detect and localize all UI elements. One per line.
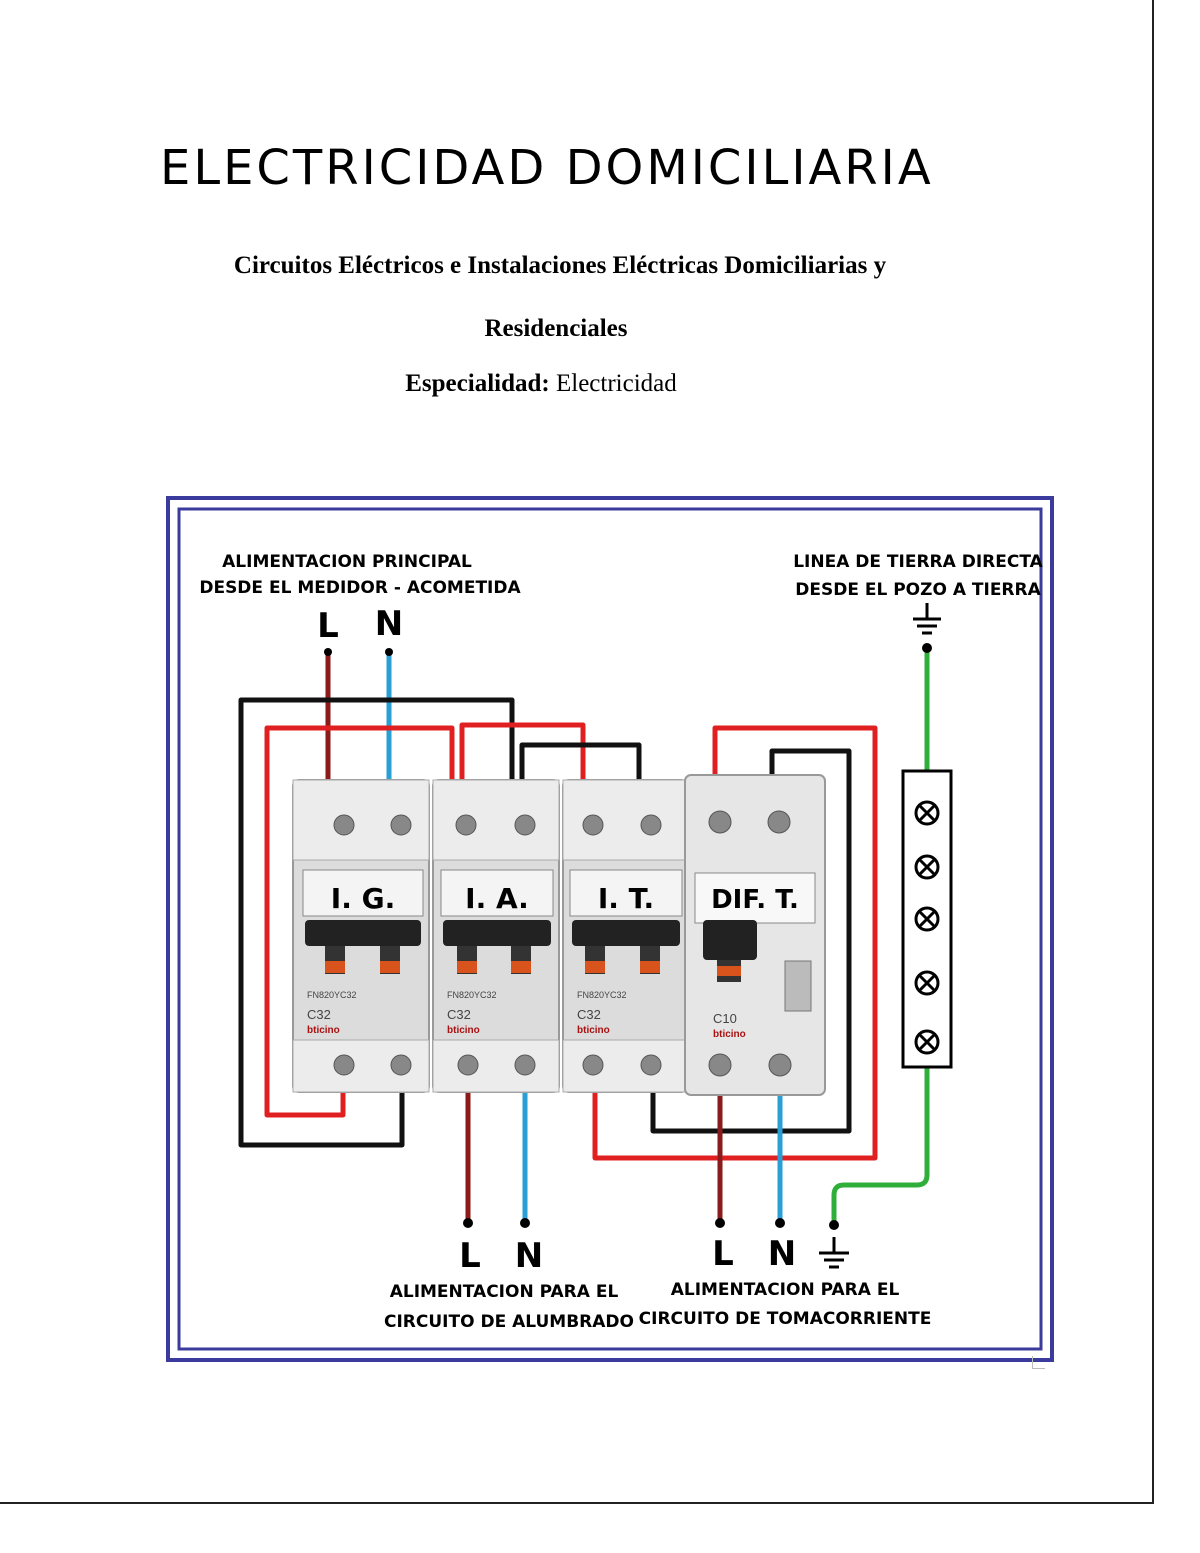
wiring-diagram: ALIMENTACION PRINCIPAL DESDE EL MEDIDOR …	[165, 495, 1055, 1365]
red-wire-ia-to-it	[459, 722, 586, 785]
breaker-ig-label: I. G.	[331, 882, 395, 915]
earth-symbol-bottom	[819, 1237, 849, 1269]
subtitle-line-2: Residenciales	[484, 315, 628, 342]
breaker-ia-rating: C32	[447, 1007, 471, 1022]
frame-outer	[166, 496, 1054, 1362]
wiring-diagram-svg: ALIMENTACION PRINCIPAL DESDE EL MEDIDOR …	[166, 496, 1054, 1362]
outlet-label-line1: ALIMENTACION PARA EL	[671, 1280, 900, 1300]
breaker-dif-label: DIF. T.	[711, 885, 799, 915]
breaker-dif-rating: C10	[713, 1011, 737, 1026]
specialty-line: Especialidad: Electricidad	[0, 370, 1082, 398]
specialty-value: Electricidad	[555, 370, 677, 397]
corner-mark	[1032, 1356, 1045, 1369]
breaker-ig-rating: C32	[307, 1007, 331, 1022]
frame-inner	[177, 507, 1043, 1351]
subtitle-line-1: Circuitos Eléctricos e Instalaciones Elé…	[233, 252, 887, 279]
supply-label-line2: DESDE EL MEDIDOR - ACOMETIDA	[199, 578, 521, 598]
breaker-ig-model: FN820YC32	[307, 990, 357, 1000]
black-wire-ia-to-it	[519, 742, 642, 785]
breaker-it-brand: bticino	[577, 1025, 610, 1036]
page-border-bottom	[0, 1502, 1154, 1504]
earth-label-line2: DESDE EL POZO A TIERRA	[795, 580, 1041, 600]
earth-label-line1: LINEA DE TIERRA DIRECTA	[793, 552, 1043, 572]
terminal-dots	[324, 643, 932, 1230]
red-wire-ig-to-ia	[264, 725, 455, 1118]
page-border-right	[1152, 0, 1154, 1503]
breaker-ig: I. G. FN820YC32 C32 bticino	[292, 779, 430, 1093]
lighting-label-line2: CIRCUITO DE ALUMBRADO	[384, 1312, 634, 1332]
specialty-label: Especialidad:	[405, 370, 550, 397]
outlet-N-letter: N	[768, 1234, 796, 1274]
breaker-ia-model: FN820YC32	[447, 990, 497, 1000]
earth-bar-terminals	[914, 800, 940, 1055]
outlet-label-line2: CIRCUITO DE TOMACORRIENTE	[639, 1309, 932, 1329]
lighting-N-letter: N	[515, 1236, 543, 1276]
lighting-L-letter: L	[459, 1236, 481, 1276]
outlet-L-letter: L	[712, 1234, 734, 1274]
earth-wire-bottom	[831, 1065, 930, 1223]
earth-symbol-top	[913, 603, 941, 635]
breaker-it-rating: C32	[577, 1007, 601, 1022]
black-wire-it-to-dif	[650, 748, 852, 1134]
breaker-it: I. T. FN820YC32 C32 bticino	[562, 779, 688, 1093]
supply-label-line1: ALIMENTACION PRINCIPAL	[222, 552, 472, 572]
black-wire-ig-to-ia	[238, 697, 515, 1148]
breaker-ig-brand: bticino	[307, 1025, 340, 1036]
red-wire-it-to-dif	[592, 725, 878, 1161]
breaker-it-model: FN820YC32	[577, 990, 627, 1000]
breaker-dif-brand: bticino	[713, 1029, 746, 1040]
breaker-ia-brand: bticino	[447, 1025, 480, 1036]
breaker-ia-label: I. A.	[465, 882, 529, 915]
document-title: ELECTRICIDAD DOMICILIARIA	[160, 140, 934, 196]
lighting-label-line1: ALIMENTACION PARA EL	[390, 1282, 619, 1302]
breaker-dif: DIF. T. C10 bticino	[684, 774, 826, 1096]
breaker-ia: I. A. FN820YC32 C32 bticino	[432, 779, 560, 1093]
supply-N-letter: N	[375, 604, 403, 644]
breaker-it-label: I. T.	[598, 882, 654, 915]
supply-L-letter: L	[317, 606, 339, 646]
